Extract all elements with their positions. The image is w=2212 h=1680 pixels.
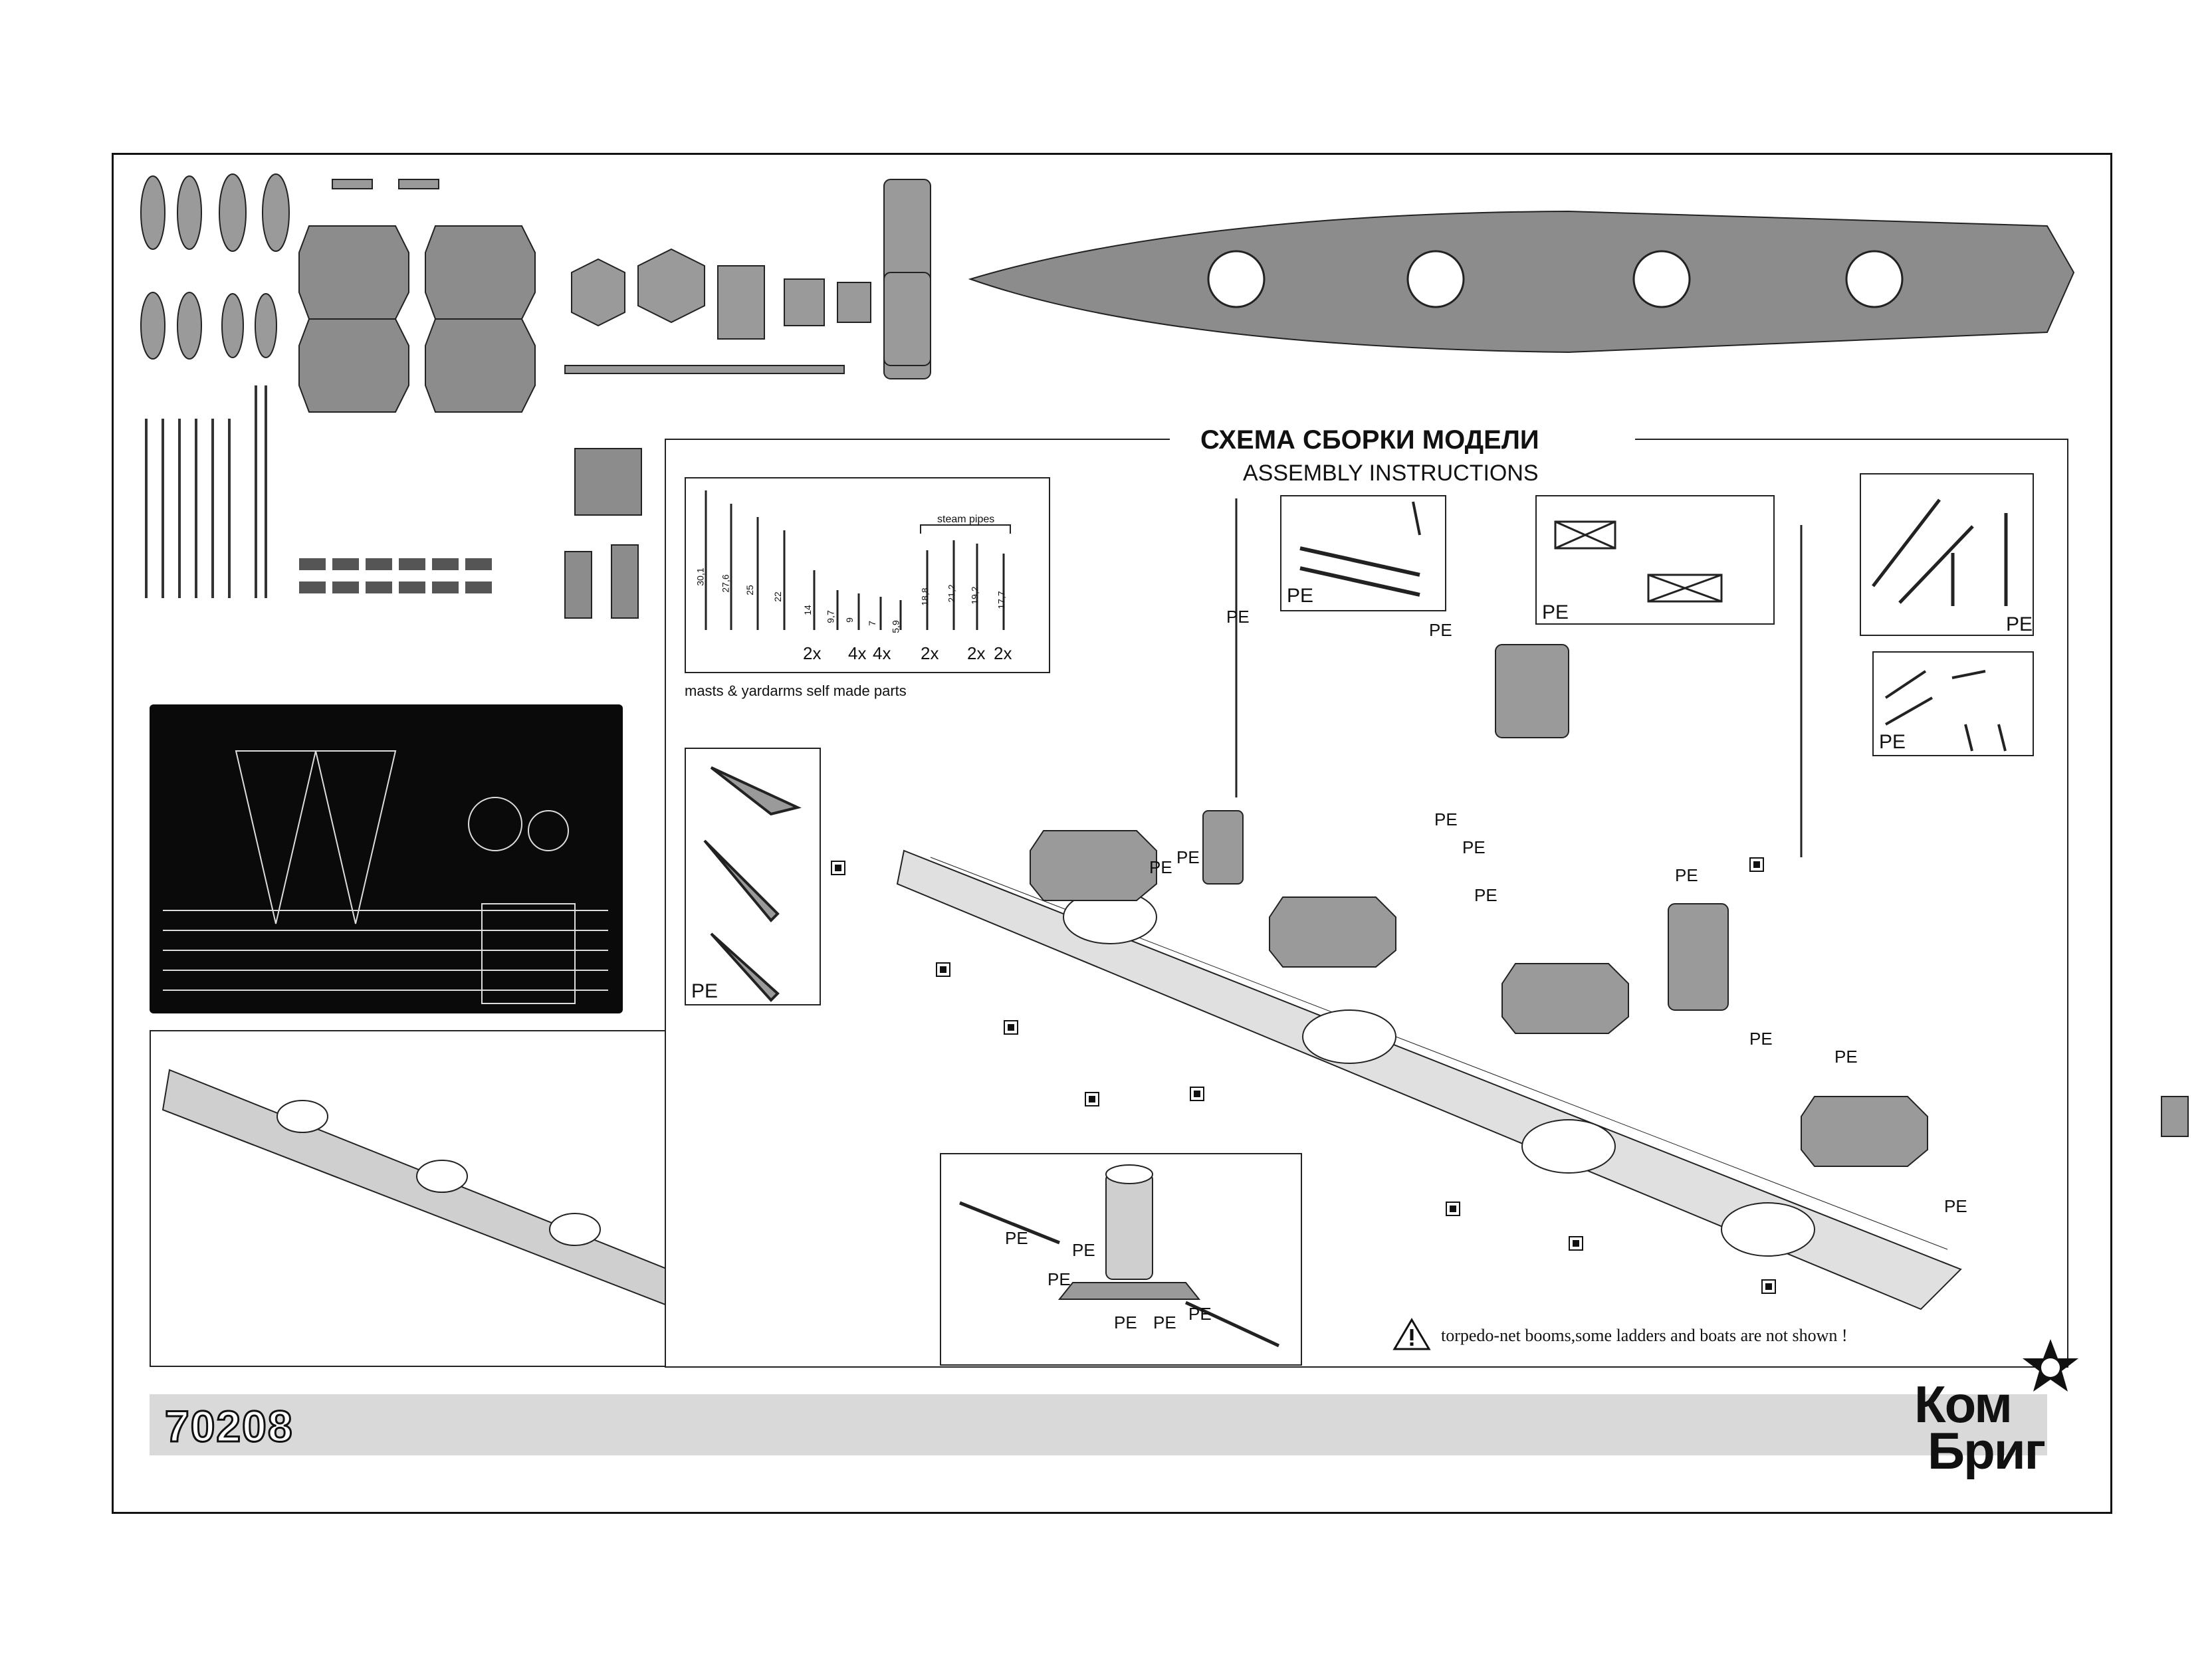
masts-yardarms-panel [685,477,1050,673]
masts-yardarms-rods [705,490,1011,630]
rod-length-4: 22 [772,591,783,602]
bottom-band [150,1394,2047,1455]
steam-pipes-label: steam pipes [937,514,995,525]
pe-label-box-4: PE [1879,731,1906,753]
brand-logo-line2: Бриг [1928,1421,2046,1480]
pe-label-main-4: PE [1429,620,1452,640]
pe-label-main-7: PE [1474,885,1497,905]
pe-label-main-6: PE [1462,837,1486,857]
pe-label-main-8: PE [1675,865,1698,885]
exploded-ship-assembly [896,498,2189,1311]
pe-label-box-2: PE [1542,601,1569,623]
pe-label-funnel-2: PE [1072,1240,1095,1260]
brand-logo-line1: Ком [1914,1375,2013,1433]
pe-label-box-1: PE [1287,585,1314,607]
masts-caption: masts & yardarms self made parts [685,682,907,699]
funnel-detail-illustration [959,1164,1280,1348]
pe-label-main-5: PE [1434,809,1458,829]
pe-detail-2-parts [1554,520,1723,603]
count-3: 4x [873,643,891,663]
part-marker [1190,1087,1204,1101]
rod-length-3: 25 [744,585,755,595]
pe-label-funnel-4: PE [1114,1312,1137,1332]
title-english: ASSEMBLY INSTRUCTIONS [1243,461,1539,486]
pe-detail-1-parts [1299,501,1421,597]
pe-label-main-1: PE [1226,607,1250,627]
sprue-parts-illustration [140,173,931,619]
count-4: 2x [921,643,939,663]
pe-label-main-10: PE [1944,1196,1967,1216]
pe-label-main-9: PE [1834,1047,1858,1067]
pe-label-main-3: PE [1149,857,1172,877]
pe-label-box-3: PE [2006,613,2033,635]
pe-detail-5-parts [703,766,802,1002]
pe-label-main-11: PE [1749,1029,1773,1049]
part-marker [1446,1202,1460,1216]
pe-label-box-5: PE [691,980,719,1002]
warning-text: torpedo-net booms,some ladders and boats… [1441,1326,1848,1345]
part-marker [936,962,950,977]
warning-icon [1392,1318,1431,1350]
title-background [1170,425,1635,485]
part-marker [1569,1236,1583,1251]
rod-length-1: 30,1 [695,568,706,586]
title-russian: СХЕМА СБОРКИ МОДЕЛИ [1200,425,1539,455]
part-marker [1749,857,1764,872]
part-marker [1004,1020,1018,1035]
kit-number: 70208 [164,1401,294,1452]
count-1: 2x [803,643,822,663]
pe-label-main-2: PE [1176,847,1200,867]
pe-detail-4-parts [1884,670,2007,752]
brand-star-icon [2023,1339,2078,1392]
count-6: 2x [994,643,1012,663]
pe-label-funnel-6: PE [1188,1304,1212,1324]
photo-etch-fret [150,704,623,1013]
rod-length-2: 27,6 [720,574,731,593]
part-marker [1761,1279,1776,1294]
pe-label-funnel-3: PE [1048,1269,1071,1289]
photo-etch-parts [163,750,608,1004]
count-5: 2x [967,643,986,663]
count-2: 4x [848,643,867,663]
pe-label-funnel-5: PE [1153,1312,1176,1332]
part-marker [1085,1092,1099,1106]
pe-label-funnel-1: PE [1005,1228,1028,1248]
rod-length-5: 14 [802,605,813,615]
part-marker [831,861,845,875]
pe-detail-box-1 [1280,495,1446,611]
hull-top-view [968,210,2075,354]
pe-detail-box-4 [1872,651,2034,756]
pe-detail-box-2 [1535,495,1775,625]
pe-detail-3-parts [1872,498,2008,606]
